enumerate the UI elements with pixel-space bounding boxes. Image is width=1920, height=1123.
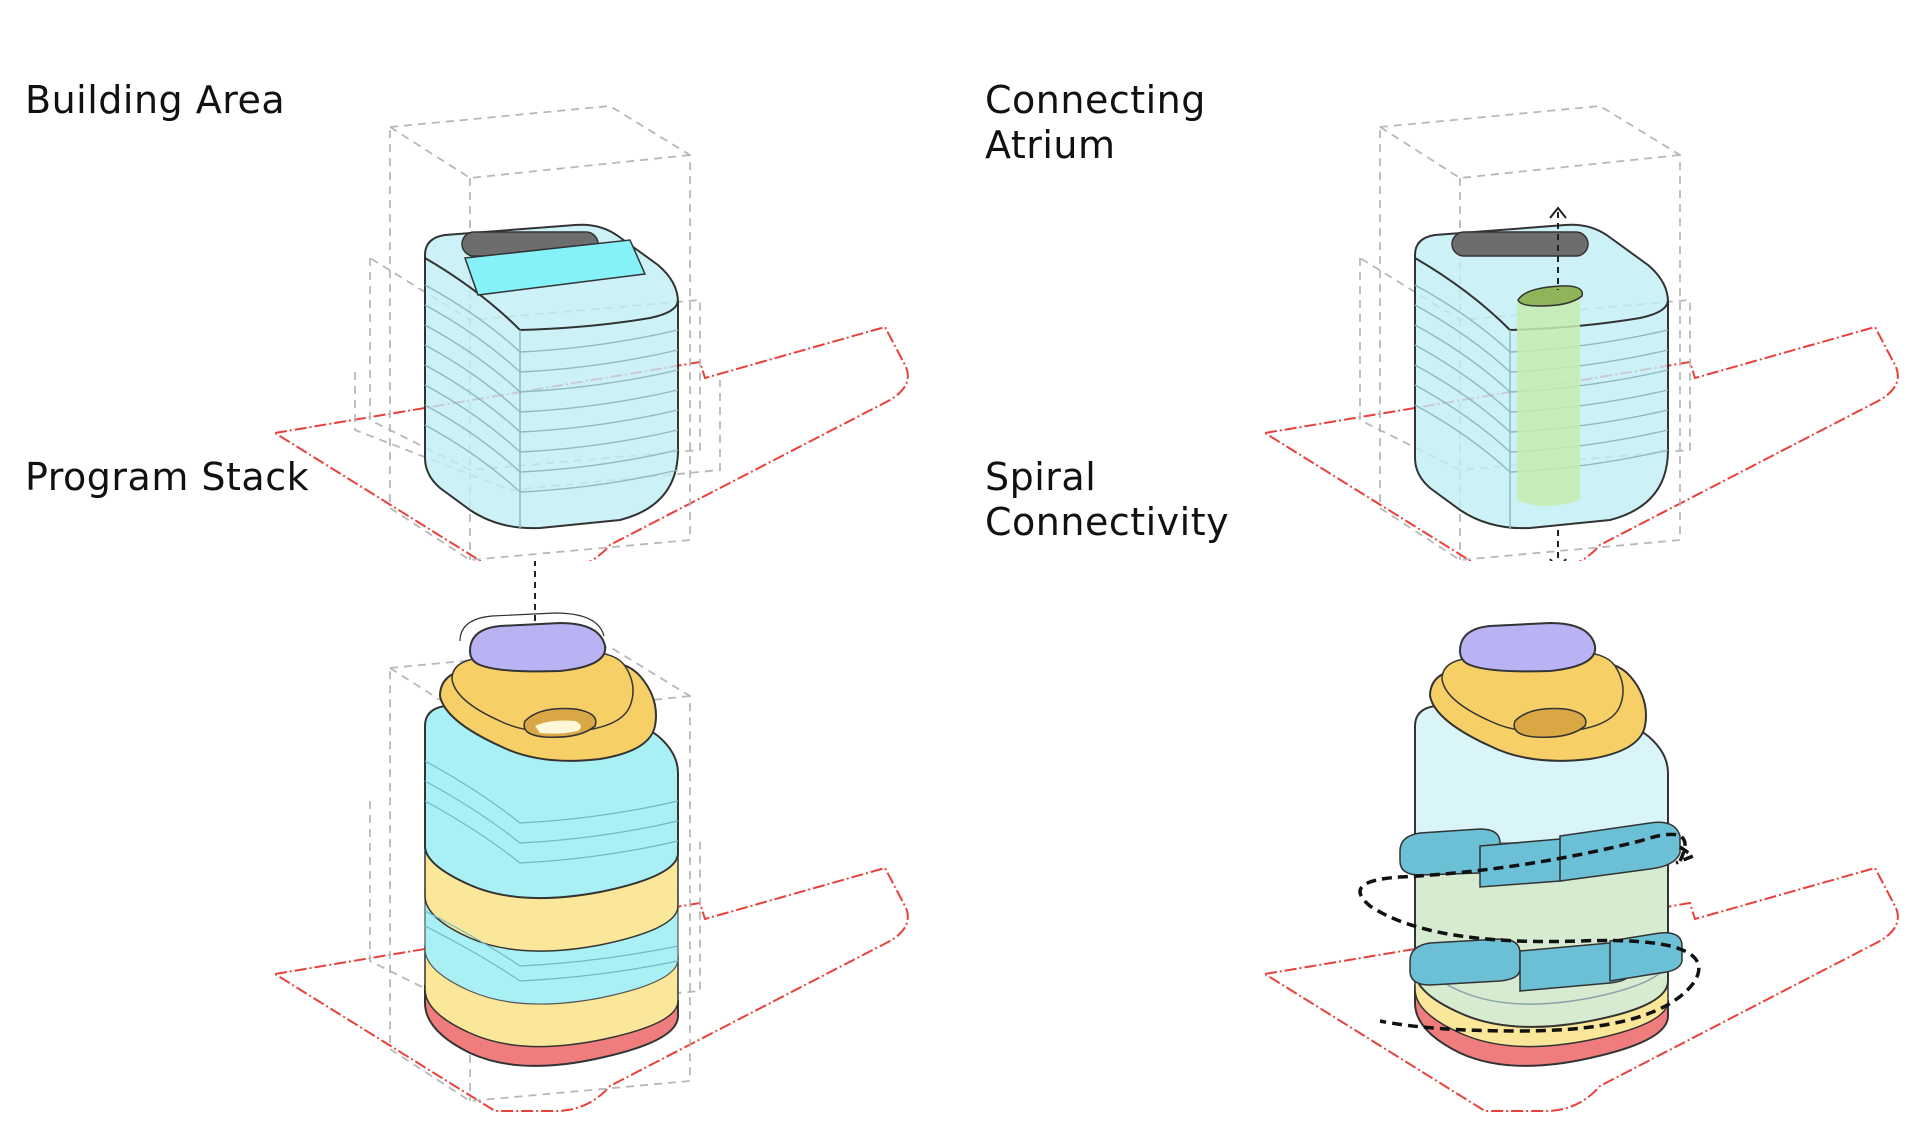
site-outline	[272, 325, 909, 561]
connecting-atrium-diagram	[1262, 105, 1899, 561]
panel-title: Spiral Connectivity	[985, 455, 1230, 544]
atrium-top	[1517, 285, 1584, 307]
building-area-diagram	[272, 105, 909, 561]
program-stack	[1358, 621, 1701, 1067]
skylight	[463, 239, 647, 296]
panel-spiral-connectivity: Spiral Connectivity	[960, 455, 1920, 1122]
program-stack-diagram	[272, 561, 909, 1112]
panel-title: Program Stack	[25, 455, 310, 499]
panel-title: Building Area	[25, 78, 286, 122]
panel-title: Connecting Atrium	[985, 78, 1206, 167]
building-volume	[1414, 206, 1669, 561]
roof-core	[1451, 231, 1589, 257]
program-stack	[424, 561, 679, 1067]
spiral-connectivity-diagram	[1262, 621, 1899, 1112]
panel-program-stack: Program Stack	[0, 455, 960, 1122]
panel-connecting-atrium: Connecting Atrium	[960, 0, 1920, 561]
site-outline	[272, 866, 909, 1112]
program-layer-purple	[468, 621, 607, 673]
spiral-path	[1358, 832, 1701, 1033]
building-volume	[424, 223, 679, 530]
site-outline	[1262, 866, 1899, 1112]
atrium-shaft	[1517, 298, 1580, 506]
spiral-bridges	[1399, 821, 1683, 992]
site-outline	[1262, 325, 1899, 561]
panel-building-area: Building Area	[0, 0, 960, 561]
